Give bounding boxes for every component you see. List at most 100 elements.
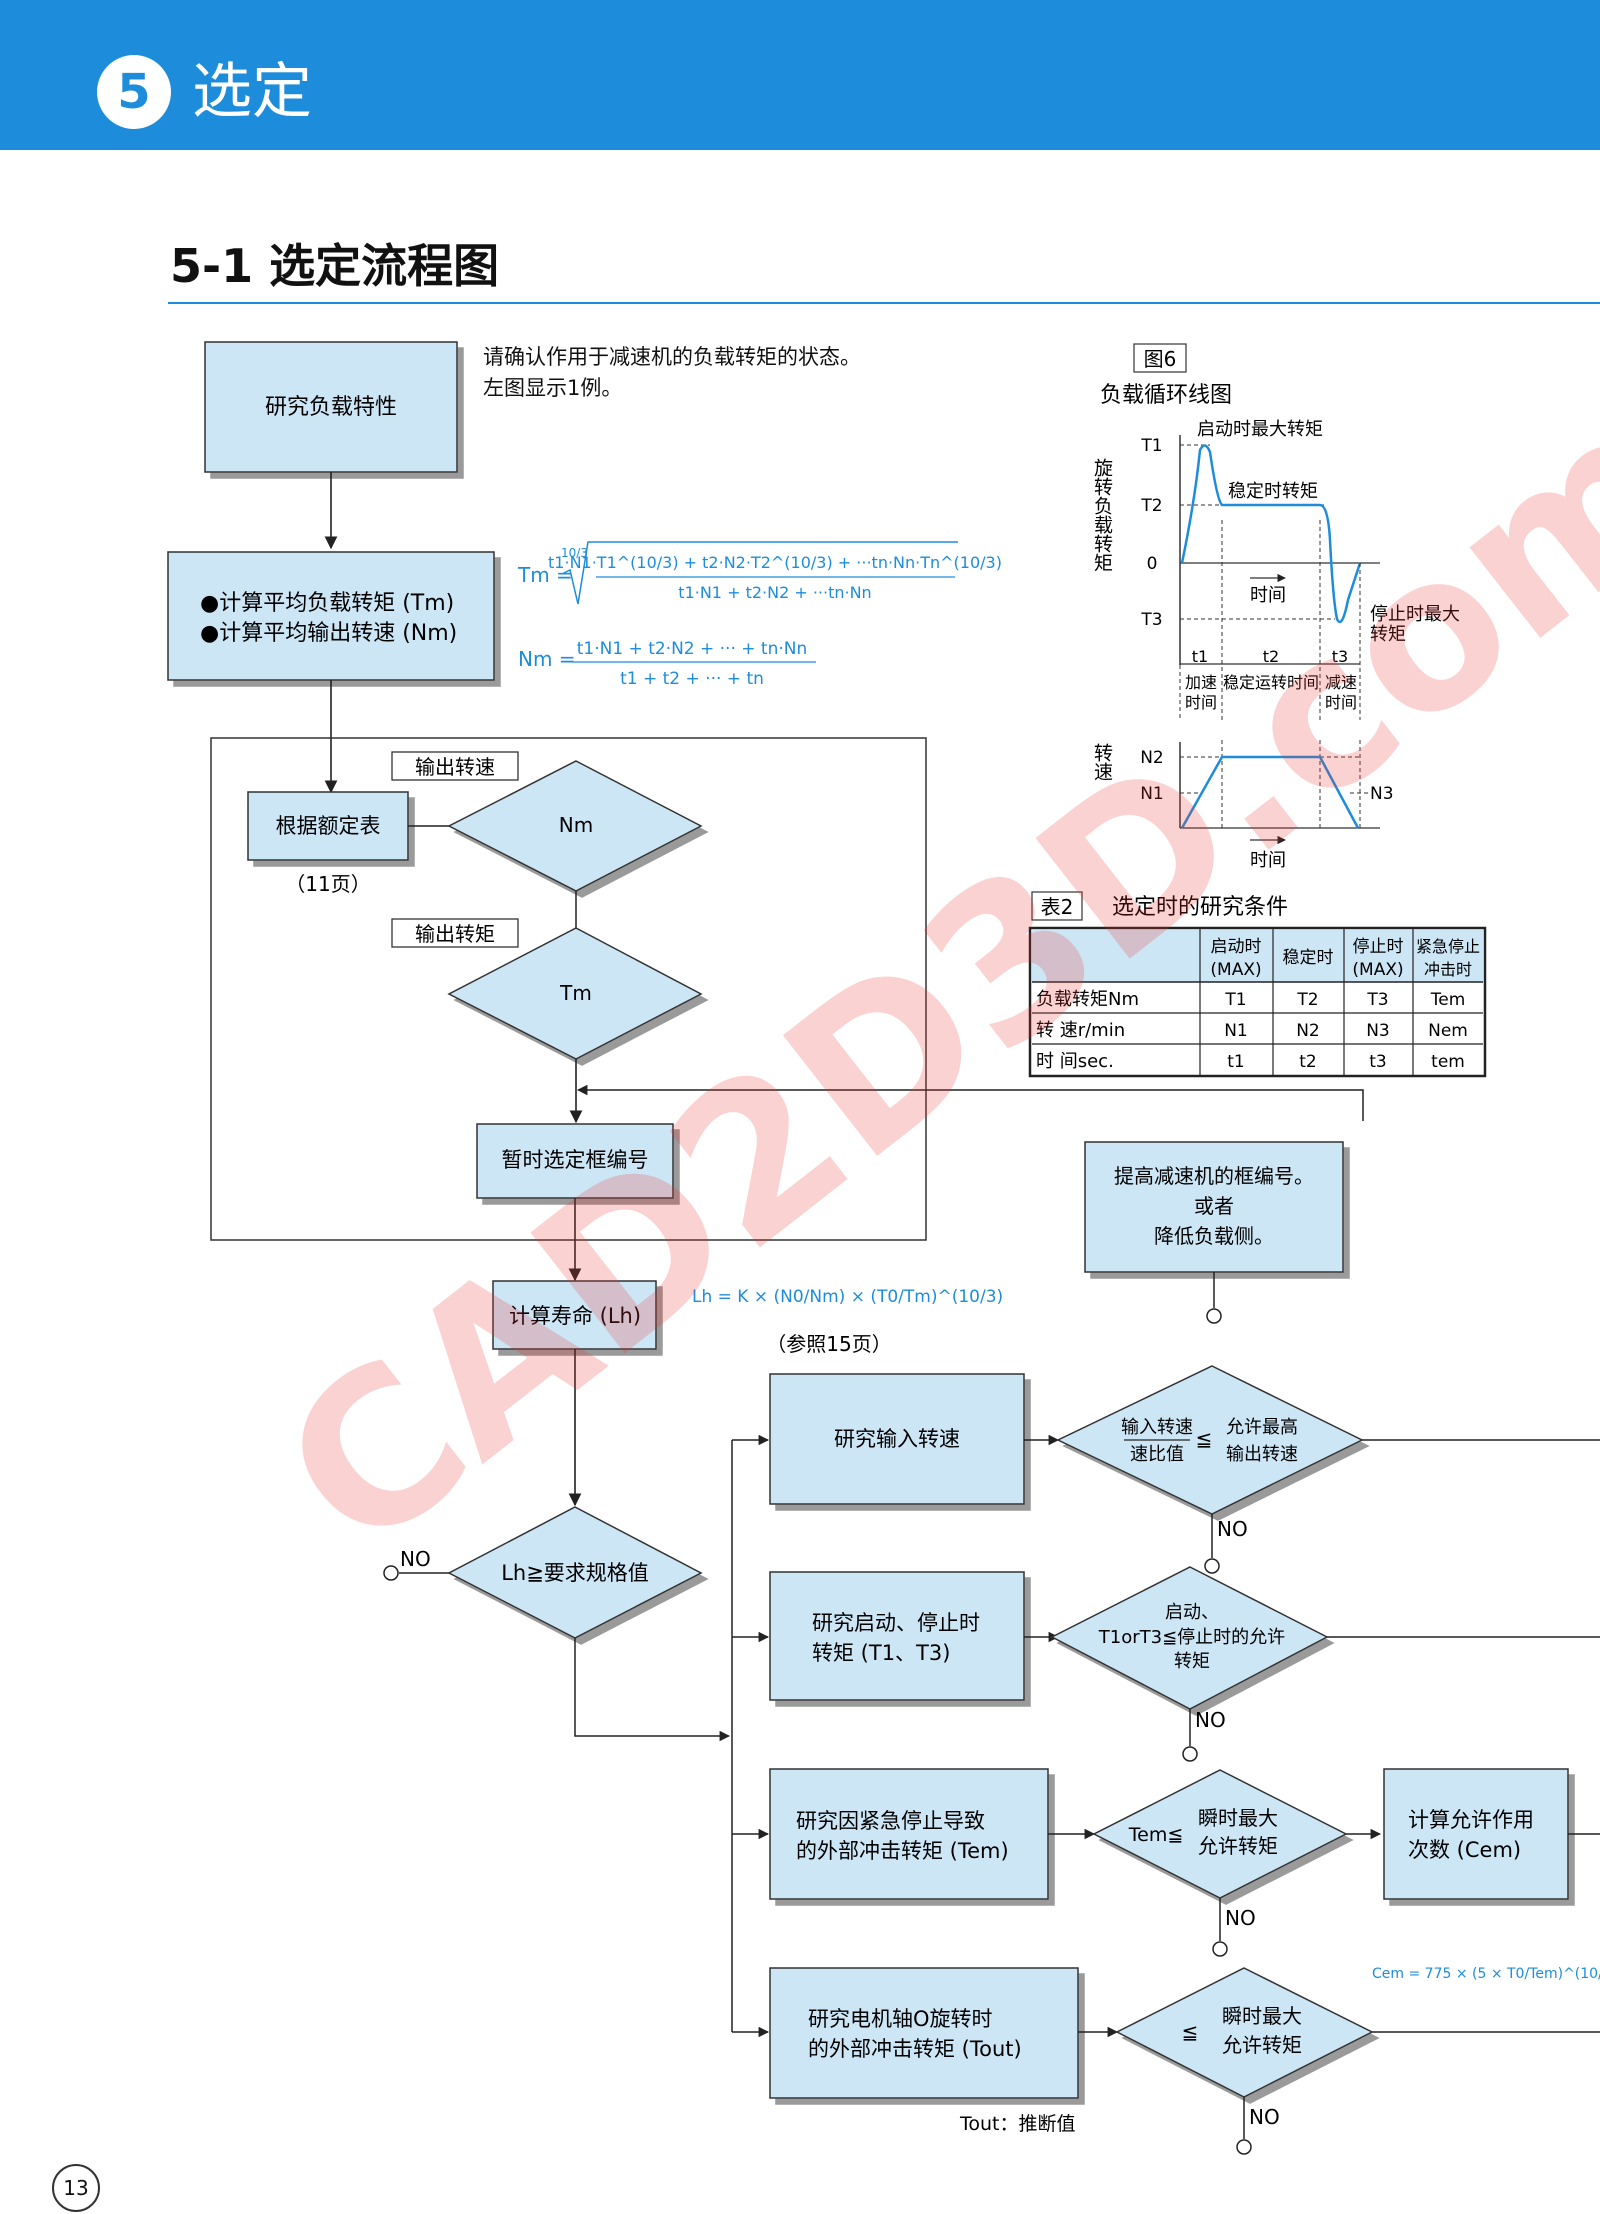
table2-cell: N2 xyxy=(1296,1021,1320,1041)
subheading-rule xyxy=(168,302,1600,304)
table-2: 表2 选定时的研究条件 启动时 (MAX) 稳定时 停止时 (MAX) 紧急停止… xyxy=(1028,891,1487,1078)
increase-frame-line-2: 或者 xyxy=(1194,1194,1234,1218)
output-torque-tag-label: 输出转矩 xyxy=(415,922,495,946)
leq-sign: ≦ xyxy=(1196,1427,1213,1451)
study-input-speed-box: 研究输入转速 xyxy=(769,1373,1025,1505)
fig6-steady: 稳定时转矩 xyxy=(1228,481,1318,502)
allowed-torque-label: 允许转矩 xyxy=(1222,2033,1302,2057)
nm-formula-lhs: Nm = xyxy=(518,647,576,671)
fig6-start-max: 启动时最大转矩 xyxy=(1197,419,1323,440)
fig6-tick-zero: 0 xyxy=(1147,554,1158,574)
branch2-no: NO xyxy=(1195,1708,1226,1732)
tm-formula: Tm = 10/3 t1·N1·T1^(10/3) + t2·N2·T2^(10… xyxy=(517,541,1002,605)
calc-avg-speed-label: ●计算平均输出转速 (Nm) xyxy=(200,621,457,646)
fig6-label-box xyxy=(1133,343,1187,373)
instant-max-label: 瞬时最大 xyxy=(1198,1806,1278,1830)
fig6-speed-axis-label: 转速 xyxy=(1091,743,1113,781)
no-connector-point xyxy=(1182,1746,1198,1762)
increase-frame-line-1: 提高减速机的框编号。 xyxy=(1114,1164,1314,1188)
input-speed-numerator: 输入转速 xyxy=(1121,1417,1193,1438)
calc-avg-torque-label: ●计算平均负载转矩 (Tm) xyxy=(200,591,454,616)
rated-table-ref: （11页） xyxy=(285,872,370,896)
calc-life-label: 计算寿命 (Lh) xyxy=(509,1304,641,1328)
nm-denominator: t1 + t2 + ··· + tn xyxy=(620,669,764,689)
intro-note-line-2: 左图显示1例。 xyxy=(483,376,623,400)
table2-cell: N1 xyxy=(1224,1021,1248,1041)
instant-max-label: 瞬时最大 xyxy=(1222,2004,1302,2028)
section-number-badge: 5 xyxy=(97,55,171,129)
calc-allowed-box: 计算允许作用 次数 (Cem) xyxy=(1383,1768,1569,1900)
no-connector-point xyxy=(1204,1558,1220,1574)
tem-leq-label: Tem≦ xyxy=(1128,1824,1184,1846)
fig6-torque-curve xyxy=(1180,444,1362,624)
table2-cell: Tem xyxy=(1430,990,1466,1010)
life-check-label: Lh≧要求规格值 xyxy=(501,1561,649,1585)
fig6-steady-run: 稳定运转时间 xyxy=(1223,673,1319,692)
fig6-interval-t1: t1 xyxy=(1192,647,1208,666)
input-speed-denominator: 速比值 xyxy=(1130,1444,1184,1465)
start-stop-cond-line-3: 转矩 xyxy=(1174,1651,1210,1672)
table2-header-stop-1: 停止时 xyxy=(1353,937,1404,957)
page-number: 13 xyxy=(52,2164,100,2212)
allowed-max-label: 允许最高 xyxy=(1226,1417,1298,1438)
fig6-accel-line-1: 加速 xyxy=(1185,673,1217,692)
study-start-stop-box: 研究启动、停止时 转矩 (T1、T3) xyxy=(769,1571,1025,1701)
life-check-diamond: Lh≧要求规格值 xyxy=(447,1506,703,1639)
start-stop-cond-line-1: 启动、 xyxy=(1165,1602,1219,1623)
fig6-speed-curve xyxy=(1180,755,1360,829)
table2-cell: t3 xyxy=(1369,1052,1386,1072)
tm-diamond: Tm xyxy=(447,927,703,1060)
table2-cell: T2 xyxy=(1296,990,1318,1010)
temporary-select-label: 暂时选定框编号 xyxy=(502,1148,649,1172)
fig6-decel-line-2: 时间 xyxy=(1325,693,1357,712)
tm-formula-lhs: Tm = xyxy=(517,563,573,587)
study-start-stop-line-2: 转矩 (T1、T3) xyxy=(812,1641,950,1665)
table2-header-start-2: (MAX) xyxy=(1210,960,1261,980)
fig6-stop-max-line-2: 转矩 xyxy=(1370,624,1406,645)
calc-average-box: ●计算平均负载转矩 (Tm) ●计算平均输出转速 (Nm) xyxy=(167,551,495,681)
tm-label: Tm xyxy=(559,981,592,1005)
fig6-speed-time-label: 时间 xyxy=(1250,850,1286,871)
calc-allowed-line-1: 计算允许作用 xyxy=(1408,1808,1534,1832)
emergency-diamond: Tem≦ 瞬时最大 允许转矩 xyxy=(1092,1769,1348,1899)
section-header: 5 选定 xyxy=(0,0,1600,150)
nm-formula: Nm = t1·N1 + t2·N2 + ··· + tn·Nn t1 + t2… xyxy=(518,639,816,689)
input-speed-diamond: 输入转速 速比值 ≦ 允许最高 输出转速 xyxy=(1056,1365,1364,1515)
flow-arrow xyxy=(574,1638,731,1742)
cem-formula: Cem = 775 × (5 × T0/Tem)^(10/3) / (40 × … xyxy=(1372,1966,1600,1982)
fig6-stop-max-line-1: 停止时最大 xyxy=(1370,604,1460,625)
intro-note: 请确认作用于减速机的负载转矩的状态。 左图显示1例。 xyxy=(483,342,861,404)
nm-numerator: t1·N1 + t2·N2 + ··· + tn·Nn xyxy=(577,639,808,659)
root-sign xyxy=(561,541,958,605)
table2-header-emergency-1: 紧急停止 xyxy=(1416,937,1480,956)
table2-row-label: 负载转矩Nm xyxy=(1036,989,1139,1010)
fig6-decel-line-1: 减速 xyxy=(1325,673,1357,692)
branch1-no: NO xyxy=(1217,1517,1248,1541)
tm-root-index: 10/3 xyxy=(561,546,588,560)
fig6-y-axis-label: 旋转负载转矩 xyxy=(1091,458,1113,572)
study-motor-line-1: 研究电机轴O旋转时 xyxy=(808,2007,993,2031)
no-connector-point xyxy=(1236,2139,1252,2155)
table2-cell: tem xyxy=(1431,1052,1465,1072)
fig6-tick-t3: T3 xyxy=(1140,610,1162,630)
table2-header-bg xyxy=(1032,930,1483,982)
rated-table-label: 根据额定表 xyxy=(276,814,381,838)
table2-cell: T3 xyxy=(1366,990,1388,1010)
allowed-torque-label: 允许转矩 xyxy=(1198,1834,1278,1858)
tout-note: Tout：推断值 xyxy=(959,2113,1076,2135)
output-speed-label: 输出转速 xyxy=(1226,1444,1298,1465)
page-subheading: 5-1 选定流程图 xyxy=(170,239,500,293)
no-connector-point xyxy=(383,1565,399,1581)
no-connector-point xyxy=(1212,1941,1228,1957)
life-ref: （参照15页） xyxy=(766,1332,891,1356)
table2-cell: t1 xyxy=(1227,1052,1244,1072)
study-start-stop-line-1: 研究启动、停止时 xyxy=(812,1611,980,1635)
study-emergency-line-1: 研究因紧急停止导致 xyxy=(796,1809,985,1833)
loop-connector-point xyxy=(1206,1308,1222,1324)
table2-title: 选定时的研究条件 xyxy=(1112,895,1288,920)
fig6-tick-t1: T1 xyxy=(1140,436,1162,456)
table2-row-label: 转 速r/min xyxy=(1036,1020,1125,1041)
tm-numerator: t1·N1·T1^(10/3) + t2·N2·T2^(10/3) + ···t… xyxy=(548,553,1002,572)
output-torque-tag: 输出转矩 xyxy=(391,918,519,948)
section-title: 选定 xyxy=(192,57,312,127)
